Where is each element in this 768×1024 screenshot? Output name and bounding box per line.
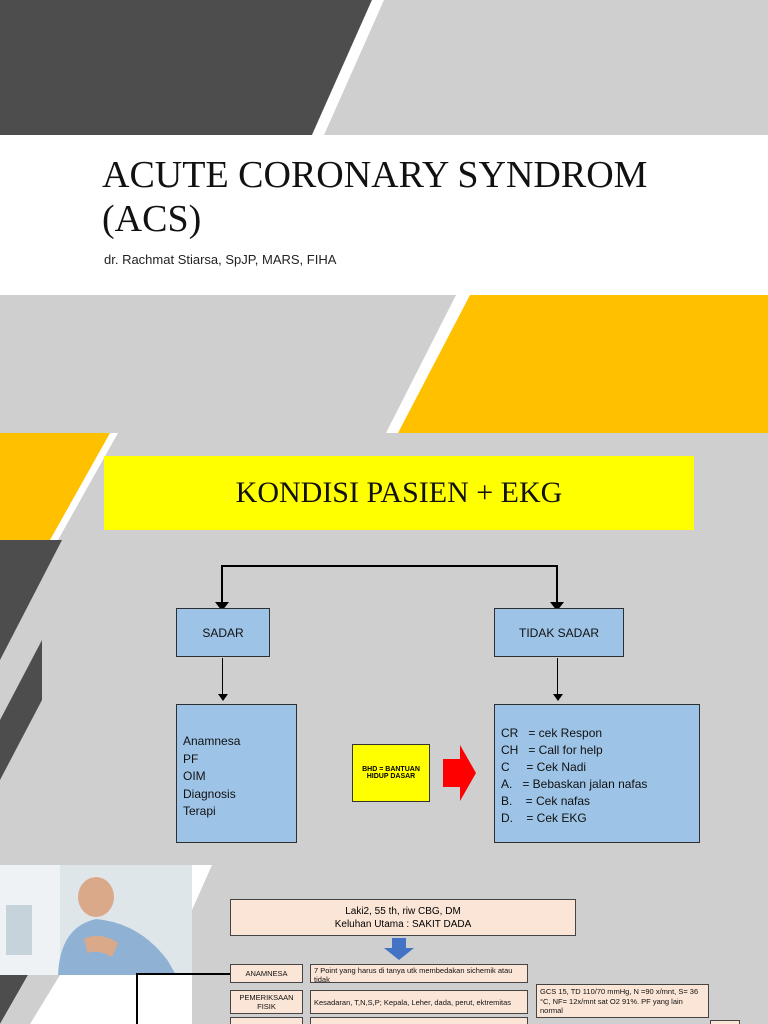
chest-pain-photo <box>0 865 192 975</box>
arrowhead-tidak-sadar <box>550 602 564 611</box>
next-row-extra <box>710 1020 740 1024</box>
connector-left-down <box>221 565 223 607</box>
kondisi-heading: KONDISI PASIEN + EKG <box>104 456 694 530</box>
case-line-2: Keluhan Utama : SAKIT DADA <box>334 919 472 930</box>
presentation-title: ACUTE CORONARY SYNDROM (ACS) <box>102 153 647 241</box>
title-line-2: (ACS) <box>102 198 202 240</box>
sadar-step: OIM <box>183 769 206 783</box>
tidak-sadar-step: B. = Cek nafas <box>501 794 591 808</box>
slide-flowchart: SADAR TIDAK SADAR Anamnesa PF OIM Diagno… <box>0 540 768 865</box>
slide1-top-band <box>0 0 768 135</box>
bhd-label-box: BHD = BANTUAN HIDUP DASAR <box>352 744 430 802</box>
slide-title: ACUTE CORONARY SYNDROM (ACS) dr. Rachmat… <box>0 0 768 295</box>
author-name: dr. Rachmat Stiarsa, SpJP, MARS, FIHA <box>104 252 337 267</box>
tidak-sadar-step: C = Cek Nadi <box>501 760 587 774</box>
sadar-step: Diagnosis <box>183 786 236 801</box>
slide-kondisi: KONDISI PASIEN + EKG <box>0 295 768 540</box>
tidak-sadar-box: TIDAK SADAR <box>494 608 624 657</box>
next-row-text <box>310 1017 528 1024</box>
red-arrow-icon <box>443 745 476 801</box>
pemeriksaan-fisik-text: Kesadaran, T,N,S,P; Kepala, Leher, dada,… <box>310 990 528 1014</box>
sadar-step: Anamnesa <box>183 734 241 748</box>
case-summary-box: Laki2, 55 th, riw CBG, DM Keluhan Utama … <box>230 899 576 936</box>
sadar-step: PF <box>183 751 199 766</box>
title-line-1: ACUTE CORONARY SYNDROM <box>102 154 648 196</box>
sadar-steps-box: Anamnesa PF OIM Diagnosis Terapi <box>176 704 297 843</box>
arrowhead-sadar <box>215 602 229 611</box>
arrowhead-sadar-list <box>218 694 228 701</box>
case-line-1: Laki2, 55 th, riw CBG, DM <box>345 906 461 917</box>
connector-top <box>221 565 558 567</box>
sadar-box: SADAR <box>176 608 270 657</box>
anamnesa-text: 7 Point yang harus di tanya utk membedak… <box>310 964 528 984</box>
connector-right-down <box>556 565 558 607</box>
next-row-label <box>230 1017 303 1024</box>
blue-down-arrow-icon <box>384 938 414 960</box>
tidak-sadar-step: D. = Cek EKG <box>501 811 587 825</box>
tidak-sadar-step: A. = Bebaskan jalan nafas <box>501 777 648 791</box>
anamnesa-label: ANAMNESA <box>230 964 303 983</box>
tidak-sadar-step: CH = Call for help <box>501 743 603 757</box>
connector-tidak-sadar-list <box>557 658 558 696</box>
tidak-sadar-steps-box: CR = cek Respon CH = Call for help C = C… <box>494 704 700 843</box>
case-connector-row1 <box>136 973 230 975</box>
tidak-sadar-step: CR = cek Respon <box>501 726 603 740</box>
sadar-step: Terapi <box>183 804 216 818</box>
connector-sadar-list <box>222 658 223 696</box>
arrowhead-tidak-sadar-list <box>553 694 563 701</box>
slide-case: Laki2, 55 th, riw CBG, DM Keluhan Utama … <box>0 865 768 1024</box>
vital-signs-box: GCS 15, TD 110/70 mmHg, N =90 x/mnt, S= … <box>536 984 709 1018</box>
slide3-decor <box>0 540 62 780</box>
pemeriksaan-fisik-label: PEMERIKSAAN FISIK <box>230 990 303 1014</box>
case-connector-left <box>136 973 138 1024</box>
